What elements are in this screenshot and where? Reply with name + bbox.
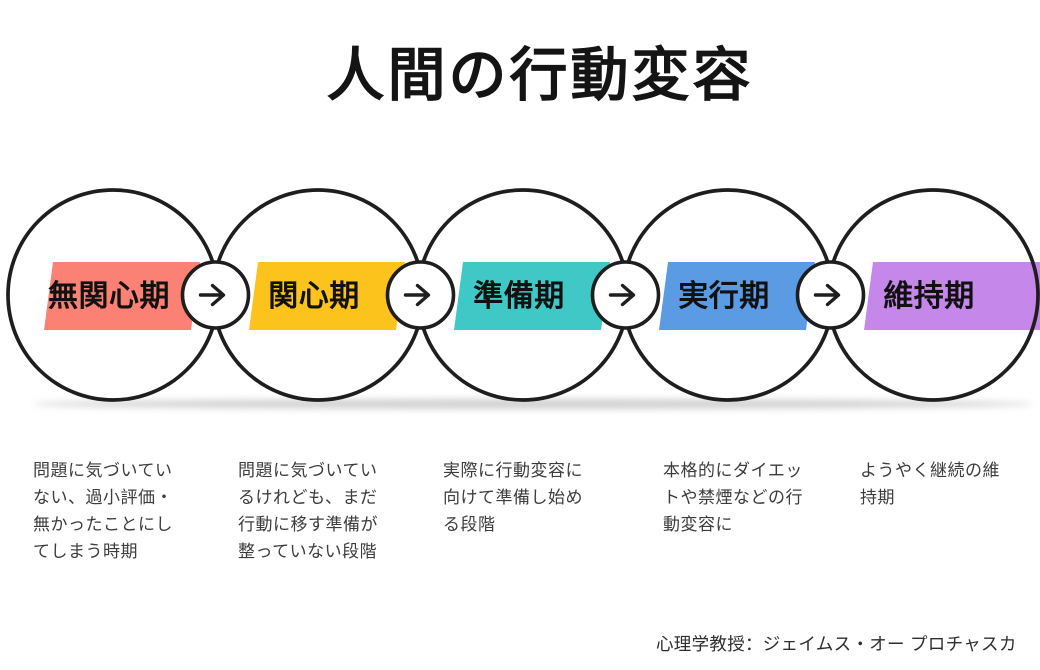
- stage-banner: [454, 262, 610, 330]
- ground-shadow: [33, 399, 1033, 409]
- stage-banners: [44, 262, 1040, 330]
- stage-label: 維持期: [883, 280, 975, 313]
- stage-description: 問題に気づいてい ない、過小評価・ 無かったことにし てしまう時期: [33, 461, 173, 561]
- arrow-right-icon: [608, 283, 636, 307]
- stage-description: 本格的にダイエッ トや禁煙などの行 動変容に: [663, 461, 803, 534]
- stage-label: 準備期: [473, 279, 565, 313]
- arrow-right-icon: [403, 283, 431, 307]
- stage-description: 問題に気づいてい るけれども、まだ 行動に移す準備が 整っていない段階: [238, 461, 378, 561]
- stage-label: 実行期: [678, 280, 770, 313]
- page-title: 人間の行動変容: [326, 43, 754, 108]
- stage-description: ようやく継続の維 持期: [860, 461, 1000, 507]
- stage-banner: [44, 262, 200, 330]
- stage-banner: [659, 262, 815, 330]
- stage-label: 関心期: [268, 280, 360, 313]
- stage-description: 実際に行動変容に 向けて準備し始め る段階: [443, 461, 583, 534]
- arrow-right-icon: [198, 283, 226, 307]
- attribution-caption: 心理学教授：ジェイムス・オー プロチャスカ: [656, 634, 1017, 654]
- stage-label: 無関心期: [48, 280, 170, 313]
- stage-banner: [864, 262, 1040, 330]
- stage-banner: [249, 262, 405, 330]
- arrow-icons: [198, 283, 841, 307]
- arrow-right-icon: [813, 283, 841, 307]
